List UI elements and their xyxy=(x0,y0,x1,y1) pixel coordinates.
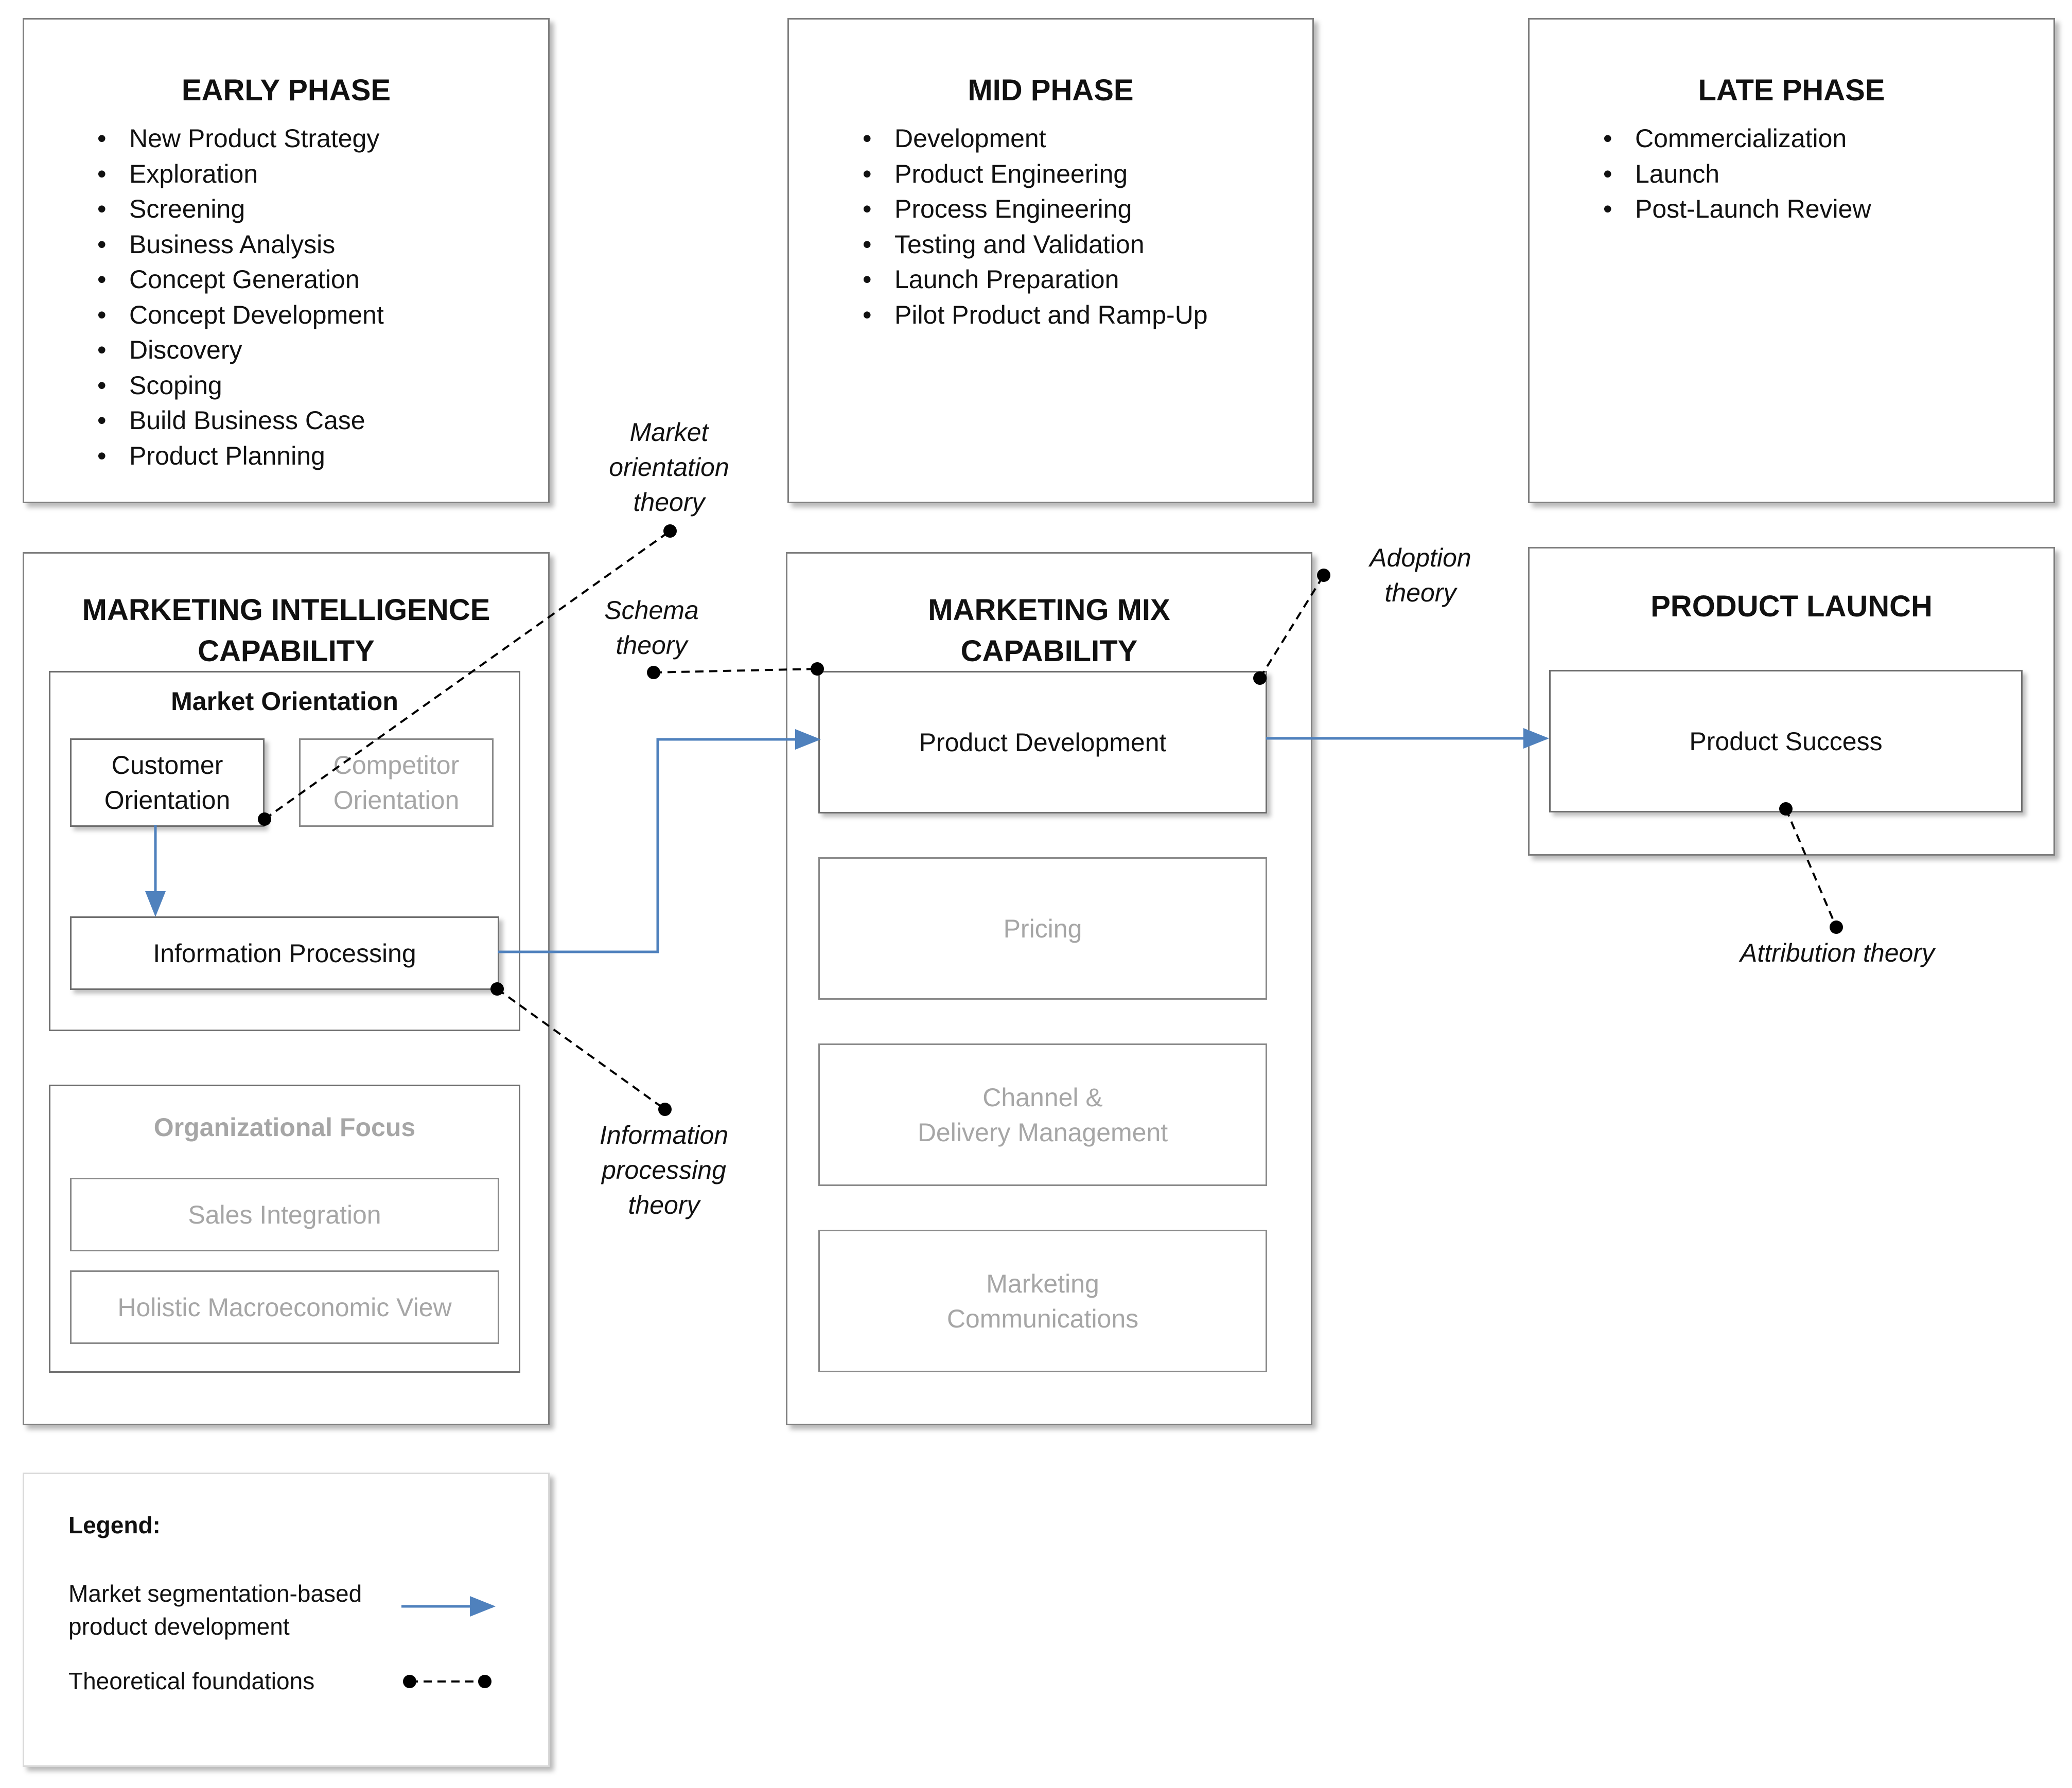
customer-orientation-label-1: Customer xyxy=(111,751,223,780)
marketing-intelligence-title-2: CAPABILITY xyxy=(198,634,375,668)
theory-dot xyxy=(663,524,677,538)
legend-text: product development xyxy=(68,1613,290,1640)
list-item: New Product Strategy xyxy=(97,121,384,156)
theory-text: orientation xyxy=(609,453,729,482)
information-processing-theory-label: Information processing theory xyxy=(551,1118,777,1223)
late-phase-title: LATE PHASE xyxy=(1698,74,1885,107)
information-processing-box: Information Processing xyxy=(70,916,499,990)
marketing-communications-box: Marketing Communications xyxy=(818,1230,1267,1372)
channel-delivery-label-2: Delivery Management xyxy=(917,1118,1168,1147)
market-orientation-title: Market Orientation xyxy=(171,687,398,716)
mid-phase-list: Development Product Engineering Process … xyxy=(863,121,1223,332)
theory-text: Schema xyxy=(604,596,699,625)
list-item: Testing and Validation xyxy=(863,227,1223,262)
customer-orientation-box: Customer Orientation xyxy=(70,738,265,827)
competitor-orientation-label-2: Orientation xyxy=(333,786,460,815)
legend-text: Market segmentation-based xyxy=(68,1580,362,1607)
list-item: Screening xyxy=(97,191,384,227)
market-orientation-box: Market Orientation Customer Orientation … xyxy=(49,671,520,1031)
product-success-box: Product Success xyxy=(1549,670,2023,812)
list-item: Scoping xyxy=(97,368,384,403)
list-item: Post-Launch Review xyxy=(1603,191,1871,227)
adoption-theory-label: Adoption theory xyxy=(1318,540,1523,610)
list-item: Pilot Product and Ramp-Up xyxy=(863,297,1223,333)
theory-text: theory xyxy=(616,631,688,660)
pricing-label: Pricing xyxy=(1003,914,1082,943)
list-item: Process Engineering xyxy=(863,191,1223,227)
channel-delivery-label-1: Channel & xyxy=(982,1083,1103,1112)
list-item: Product Engineering xyxy=(863,156,1223,192)
sales-integration-box: Sales Integration xyxy=(70,1178,499,1251)
market-orientation-theory-label: Market orientation theory xyxy=(556,415,782,520)
list-item: Product Planning xyxy=(97,438,384,474)
theory-dot xyxy=(647,666,660,679)
legend-box: Legend: Market segmentation-based produc… xyxy=(23,1473,550,1767)
theory-text: theory xyxy=(628,1191,700,1219)
list-item: Concept Generation xyxy=(97,262,384,297)
channel-delivery-box: Channel & Delivery Management xyxy=(818,1043,1267,1186)
competitor-orientation-box: Competitor Orientation xyxy=(299,738,494,827)
product-development-box: Product Development xyxy=(818,671,1267,813)
pricing-box: Pricing xyxy=(818,857,1267,1000)
attribution-theory-label: Attribution theory xyxy=(1740,939,1935,967)
legend-foundations-label: Theoretical foundations xyxy=(68,1668,315,1694)
early-phase-title: EARLY PHASE xyxy=(181,74,391,107)
product-success-label: Product Success xyxy=(1689,727,1883,756)
mid-phase-box: MID PHASE Development Product Engineerin… xyxy=(787,18,1314,503)
product-development-label: Product Development xyxy=(919,728,1167,757)
legend-segmentation-label: Market segmentation-based product develo… xyxy=(68,1577,362,1643)
marketing-mix-box: MARKETING MIX CAPABILITY Product Develop… xyxy=(786,552,1312,1425)
marketing-mix-title-2: CAPABILITY xyxy=(960,634,1138,668)
marketing-intelligence-title-1: MARKETING INTELLIGENCE xyxy=(82,593,490,627)
list-item: Development xyxy=(863,121,1223,156)
early-phase-list: New Product Strategy Exploration Screeni… xyxy=(97,121,384,473)
customer-orientation-label-2: Orientation xyxy=(104,786,231,815)
theory-dot xyxy=(1830,920,1843,934)
competitor-orientation-label-1: Competitor xyxy=(333,751,460,780)
holistic-macroeconomic-box: Holistic Macroeconomic View xyxy=(70,1270,499,1344)
marketing-intelligence-box: MARKETING INTELLIGENCE CAPABILITY Market… xyxy=(23,552,550,1425)
list-item: Launch Preparation xyxy=(863,262,1223,297)
mid-phase-title: MID PHASE xyxy=(968,74,1134,107)
list-item: Exploration xyxy=(97,156,384,192)
theory-text: Adoption xyxy=(1369,543,1471,572)
list-item: Commercialization xyxy=(1603,121,1871,156)
legend-title: Legend: xyxy=(68,1512,161,1538)
list-item: Concept Development xyxy=(97,297,384,333)
product-launch-title: PRODUCT LAUNCH xyxy=(1650,590,1933,623)
schema-theory-label: Schema theory xyxy=(549,593,754,663)
theory-text: Market xyxy=(629,418,709,447)
product-launch-box: PRODUCT LAUNCH Product Success xyxy=(1528,547,2055,856)
early-phase-box: EARLY PHASE New Product Strategy Explora… xyxy=(23,18,550,503)
list-item: Launch xyxy=(1603,156,1871,192)
late-phase-box: LATE PHASE Commercialization Launch Post… xyxy=(1528,18,2055,503)
organizational-focus-title: Organizational Focus xyxy=(153,1113,416,1142)
theory-text: theory xyxy=(1384,578,1456,607)
theory-text: Information xyxy=(599,1121,729,1149)
late-phase-list: Commercialization Launch Post-Launch Rev… xyxy=(1603,121,1871,227)
information-processing-label: Information Processing xyxy=(153,939,416,968)
list-item: Business Analysis xyxy=(97,227,384,262)
list-item: Build Business Case xyxy=(97,403,384,438)
marketing-communications-label-2: Communications xyxy=(946,1304,1139,1333)
holistic-macroeconomic-label: Holistic Macroeconomic View xyxy=(117,1293,452,1322)
marketing-mix-title-1: MARKETING MIX xyxy=(928,593,1170,627)
theory-text: processing xyxy=(602,1156,726,1184)
organizational-focus-box: Organizational Focus Sales Integration H… xyxy=(49,1085,520,1373)
theory-dot xyxy=(658,1103,672,1116)
marketing-communications-label-1: Marketing xyxy=(986,1269,1099,1298)
theory-text: theory xyxy=(633,488,705,517)
list-item: Discovery xyxy=(97,332,384,368)
sales-integration-label: Sales Integration xyxy=(188,1200,381,1229)
